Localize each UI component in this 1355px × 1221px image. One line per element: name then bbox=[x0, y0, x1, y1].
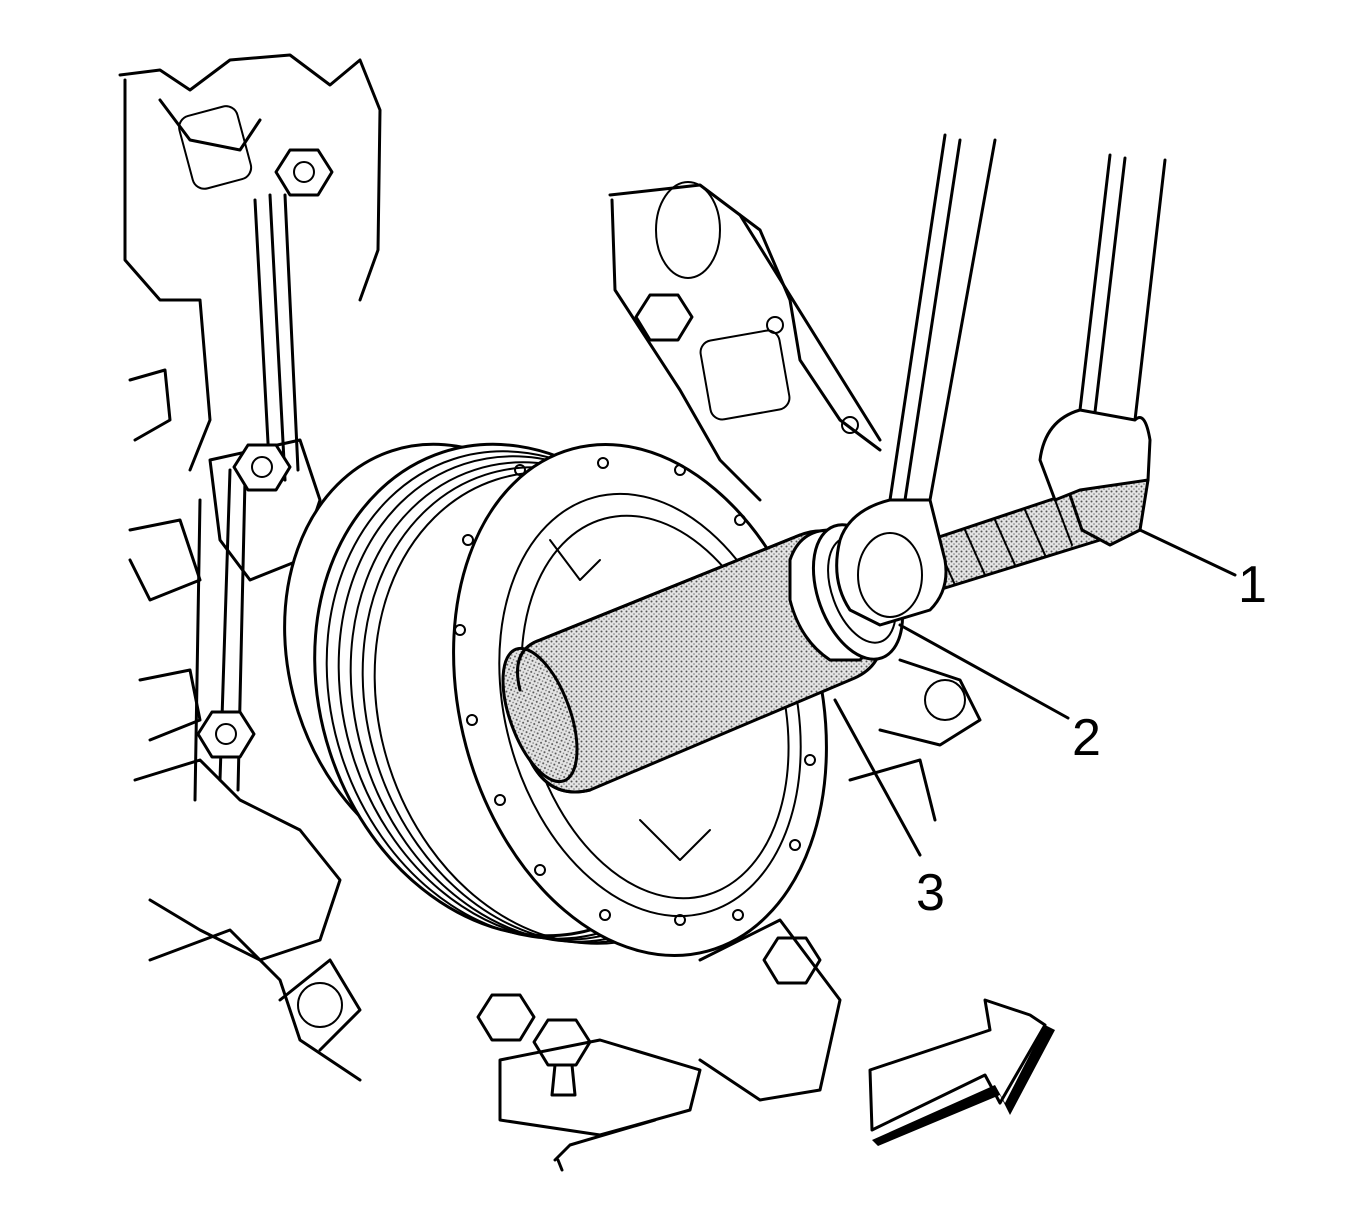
callout-1-label: 1 bbox=[1238, 556, 1267, 614]
leader-line bbox=[1138, 528, 1237, 577]
leader-line bbox=[833, 698, 922, 857]
engine-front-cover bbox=[118, 53, 382, 1082]
callout-3: 3 bbox=[833, 698, 945, 922]
direction-arrow-icon bbox=[868, 998, 1055, 1146]
left-bolts bbox=[196, 148, 822, 1097]
balancer-bolt-holes bbox=[454, 457, 816, 926]
callout-1: 1 bbox=[1138, 528, 1267, 614]
callout-2: 2 bbox=[898, 623, 1101, 767]
callout-3-label: 3 bbox=[916, 864, 945, 922]
engine-block-right bbox=[278, 181, 982, 1172]
leader-line bbox=[898, 623, 1070, 720]
wrenches bbox=[835, 133, 1167, 627]
callout-2-label: 2 bbox=[1072, 709, 1101, 767]
